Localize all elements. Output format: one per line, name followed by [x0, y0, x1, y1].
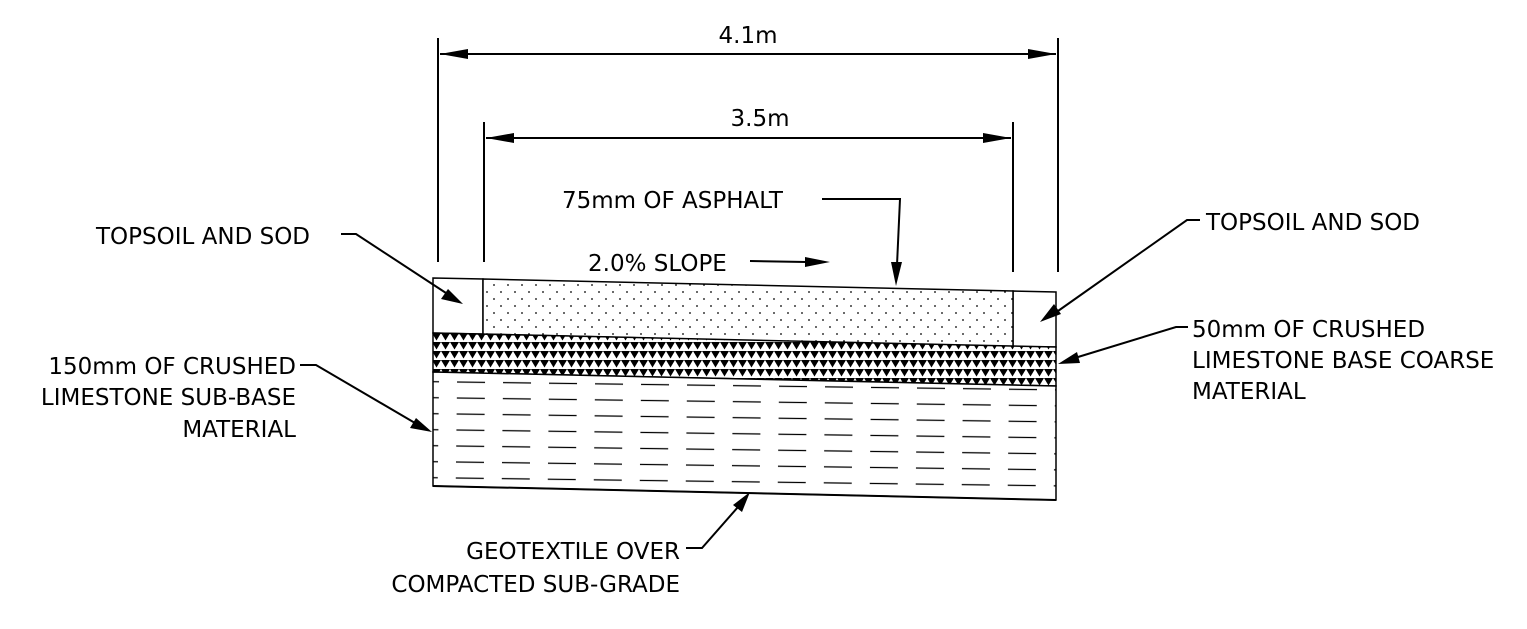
arrow-right-icon	[983, 133, 1011, 143]
topsoil-left-layer	[432, 277, 484, 335]
geotextile-label-line-2: COMPACTED SUB-GRADE	[391, 572, 680, 598]
overall-width-label: 4.1m	[719, 23, 778, 49]
sub-base-label-line-3: MATERIAL	[182, 417, 296, 443]
base-coarse-label-line-1: 50mm OF CRUSHED	[1192, 317, 1425, 343]
slope-callout: 2.0% SLOPE	[588, 251, 830, 277]
asphalt-callout: 75mm OF ASPHALT	[562, 188, 902, 286]
geotextile-callout: GEOTEXTILE OVER COMPACTED SUB-GRADE	[391, 492, 750, 598]
arrow-down-icon	[891, 262, 902, 286]
base-coarse-label-line-2: LIMESTONE BASE COARSE	[1192, 348, 1494, 374]
arrow-icon	[410, 418, 432, 432]
sub-base-hatch	[433, 372, 1056, 500]
sub-base-label-line-2: LIMESTONE SUB-BASE	[41, 385, 296, 411]
arrow-icon	[441, 289, 463, 304]
arrow-left-icon	[486, 133, 514, 143]
arrow-icon	[733, 492, 750, 512]
arrow-right-icon	[1028, 49, 1056, 59]
base-coarse-label-line-3: MATERIAL	[1192, 379, 1306, 405]
asphalt-leader	[822, 198, 902, 266]
topsoil-left-leader	[341, 233, 447, 294]
geotextile-label-line-1: GEOTEXTILE OVER	[466, 539, 680, 565]
sub-base-leader	[300, 364, 416, 424]
pavement-width-dimension: 3.5m	[483, 106, 1014, 272]
slope-arrow-line	[749, 260, 807, 263]
topsoil-right-leader	[1057, 219, 1200, 312]
topsoil-right-layer	[1012, 290, 1057, 348]
topsoil-right-label: TOPSOIL AND SOD	[1205, 210, 1420, 236]
sub-base-callout: 150mm OF CRUSHED LIMESTONE SUB-BASE MATE…	[41, 354, 432, 443]
pavement-width-label: 3.5m	[731, 106, 790, 132]
arrow-right-icon	[805, 257, 830, 267]
slope-label: 2.0% SLOPE	[588, 251, 727, 277]
base-coarse-callout: 50mm OF CRUSHED LIMESTONE BASE COARSE MA…	[1058, 317, 1494, 405]
overall-width-dimension: 4.1m	[437, 23, 1059, 272]
geotextile-line	[432, 485, 1057, 501]
geotextile-leader	[686, 506, 739, 549]
topsoil-right-callout: TOPSOIL AND SOD	[1040, 210, 1420, 322]
base-coarse-leader	[1077, 326, 1188, 358]
topsoil-left-label: TOPSOIL AND SOD	[95, 224, 310, 250]
arrow-icon	[1058, 352, 1080, 364]
arrow-icon	[1040, 304, 1061, 322]
topsoil-left-callout: TOPSOIL AND SOD	[95, 224, 463, 304]
asphalt-label: 75mm OF ASPHALT	[562, 188, 784, 214]
sub-base-label-line-1: 150mm OF CRUSHED	[48, 354, 296, 380]
pavement-layers	[432, 277, 1057, 501]
arrow-left-icon	[440, 49, 468, 59]
